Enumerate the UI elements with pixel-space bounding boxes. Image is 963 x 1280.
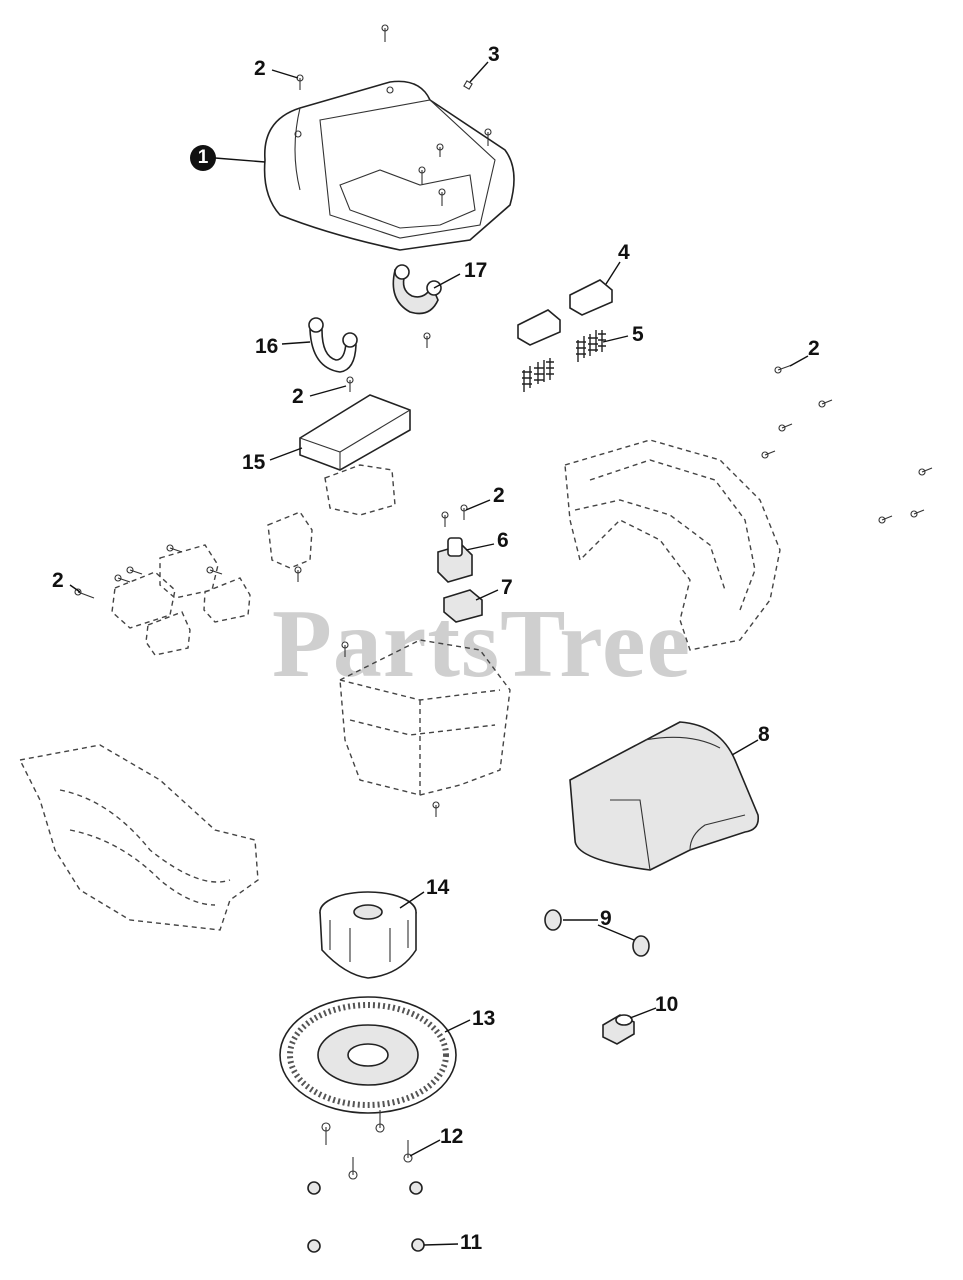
callout-16[interactable]: 16 — [255, 335, 279, 358]
callout-6[interactable]: 6 — [497, 529, 509, 552]
part-12-bolts — [321, 1110, 413, 1180]
part-14-motor — [319, 891, 417, 979]
screw-center — [423, 332, 431, 348]
callout-10[interactable]: 10 — [655, 993, 679, 1016]
callout-14[interactable]: 14 — [426, 876, 450, 899]
part-1-top-cover — [263, 80, 515, 251]
part-11-nuts — [307, 1181, 425, 1253]
chassis-left — [18, 744, 259, 931]
chassis-center — [339, 639, 511, 796]
part-9-grommets — [544, 909, 650, 957]
callout-2[interactable]: 2 — [254, 57, 266, 80]
callout-2[interactable]: 2 — [493, 484, 505, 507]
part-10-bushing — [602, 1014, 635, 1045]
callout-12[interactable]: 12 — [440, 1125, 464, 1148]
chassis-right — [564, 439, 781, 651]
screw-set-top — [296, 24, 492, 206]
screw-set-right — [761, 364, 933, 524]
part-17-handle — [392, 264, 442, 315]
callout-1[interactable]: 1 — [190, 145, 216, 171]
callout-9[interactable]: 9 — [600, 907, 612, 930]
part-13-base-plate — [279, 996, 457, 1114]
callout-7[interactable]: 7 — [501, 576, 513, 599]
bracket-group-left — [111, 464, 396, 656]
screw-set-left — [74, 504, 468, 817]
callout-3[interactable]: 3 — [488, 43, 500, 66]
callout-2[interactable]: 2 — [52, 569, 64, 592]
part-6-switch — [437, 537, 473, 583]
part-16-clip — [308, 317, 358, 373]
callout-4[interactable]: 4 — [618, 241, 630, 264]
callout-17[interactable]: 17 — [464, 259, 488, 282]
part-15-module — [299, 394, 411, 471]
callout-5[interactable]: 5 — [632, 323, 644, 346]
callout-2[interactable]: 2 — [292, 385, 304, 408]
callout-13[interactable]: 13 — [472, 1007, 496, 1030]
callout-2[interactable]: 2 — [808, 337, 820, 360]
leader-lines — [69, 61, 809, 1246]
part-7-connector — [443, 589, 483, 623]
part-4-buttons — [517, 279, 613, 346]
callout-11[interactable]: 11 — [460, 1231, 483, 1254]
callout-15[interactable]: 15 — [242, 451, 266, 474]
screw-module — [346, 376, 354, 392]
part-5-springs — [522, 330, 606, 392]
part-8-rear-cover — [569, 721, 760, 871]
callout-8[interactable]: 8 — [758, 723, 770, 746]
